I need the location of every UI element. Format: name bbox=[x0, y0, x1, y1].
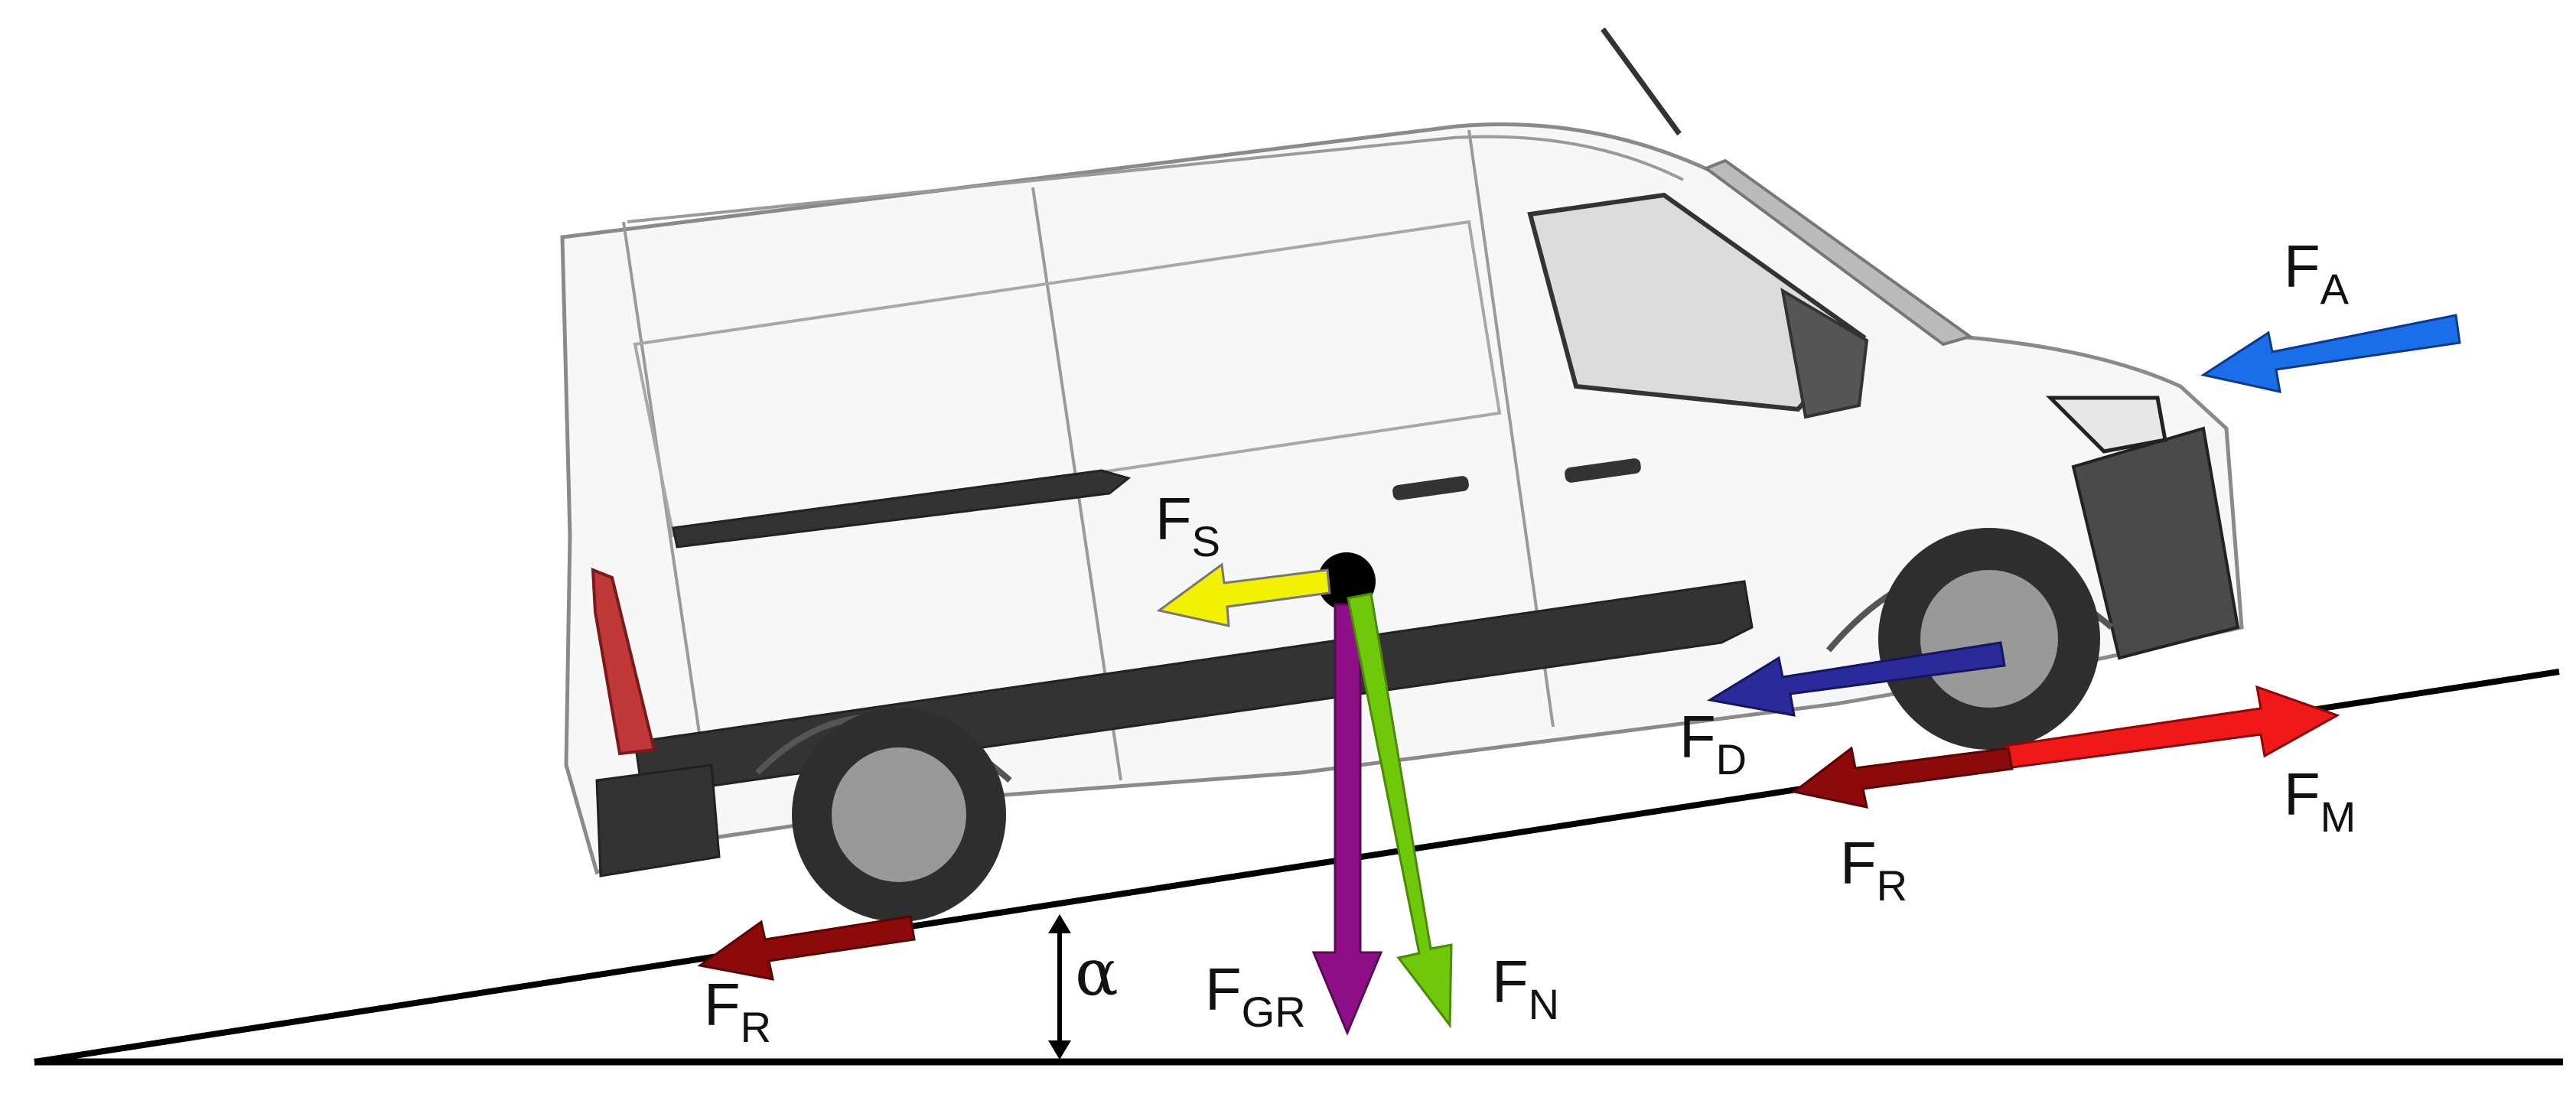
sliding-door-rail bbox=[672, 469, 1132, 549]
mirror bbox=[1780, 288, 1869, 419]
front-door-handle bbox=[1565, 458, 1641, 483]
arrow-F_N bbox=[1347, 592, 1453, 1029]
angle-indicator: α bbox=[1048, 914, 1119, 1060]
rear-wheel bbox=[792, 708, 1006, 922]
arrow-F_M bbox=[1999, 685, 2340, 770]
side-door-handle bbox=[1392, 476, 1469, 500]
label-F_N: FN bbox=[1492, 948, 1559, 1028]
label-F_GR: FGR bbox=[1205, 956, 1306, 1036]
arrow-F_R-front bbox=[1791, 746, 2014, 809]
label-F_R-rear: FR bbox=[704, 971, 771, 1051]
tail-light bbox=[591, 567, 656, 756]
rear-bumper bbox=[595, 764, 721, 877]
label-F_D: FD bbox=[1679, 703, 1747, 783]
cargo-panel bbox=[633, 220, 1502, 538]
arrow-F_S bbox=[1156, 562, 1331, 627]
label-F_A: FA bbox=[2284, 233, 2350, 313]
front-wheel bbox=[1878, 528, 2100, 750]
van-roof-line bbox=[627, 135, 1684, 223]
arrow-F_D bbox=[1706, 641, 2006, 717]
label-F_M: FM bbox=[2284, 760, 2356, 841]
antenna bbox=[1601, 27, 1682, 136]
angle-label: α bbox=[1075, 935, 1119, 1010]
label-F_S: FS bbox=[1155, 485, 1220, 565]
headlight bbox=[2045, 396, 2167, 454]
arrow-F_A bbox=[2200, 314, 2461, 393]
arrow-F_R-rear bbox=[697, 915, 916, 981]
label-F_R-front: FR bbox=[1840, 829, 1907, 910]
van bbox=[560, 27, 2244, 922]
windshield bbox=[1702, 158, 1974, 347]
